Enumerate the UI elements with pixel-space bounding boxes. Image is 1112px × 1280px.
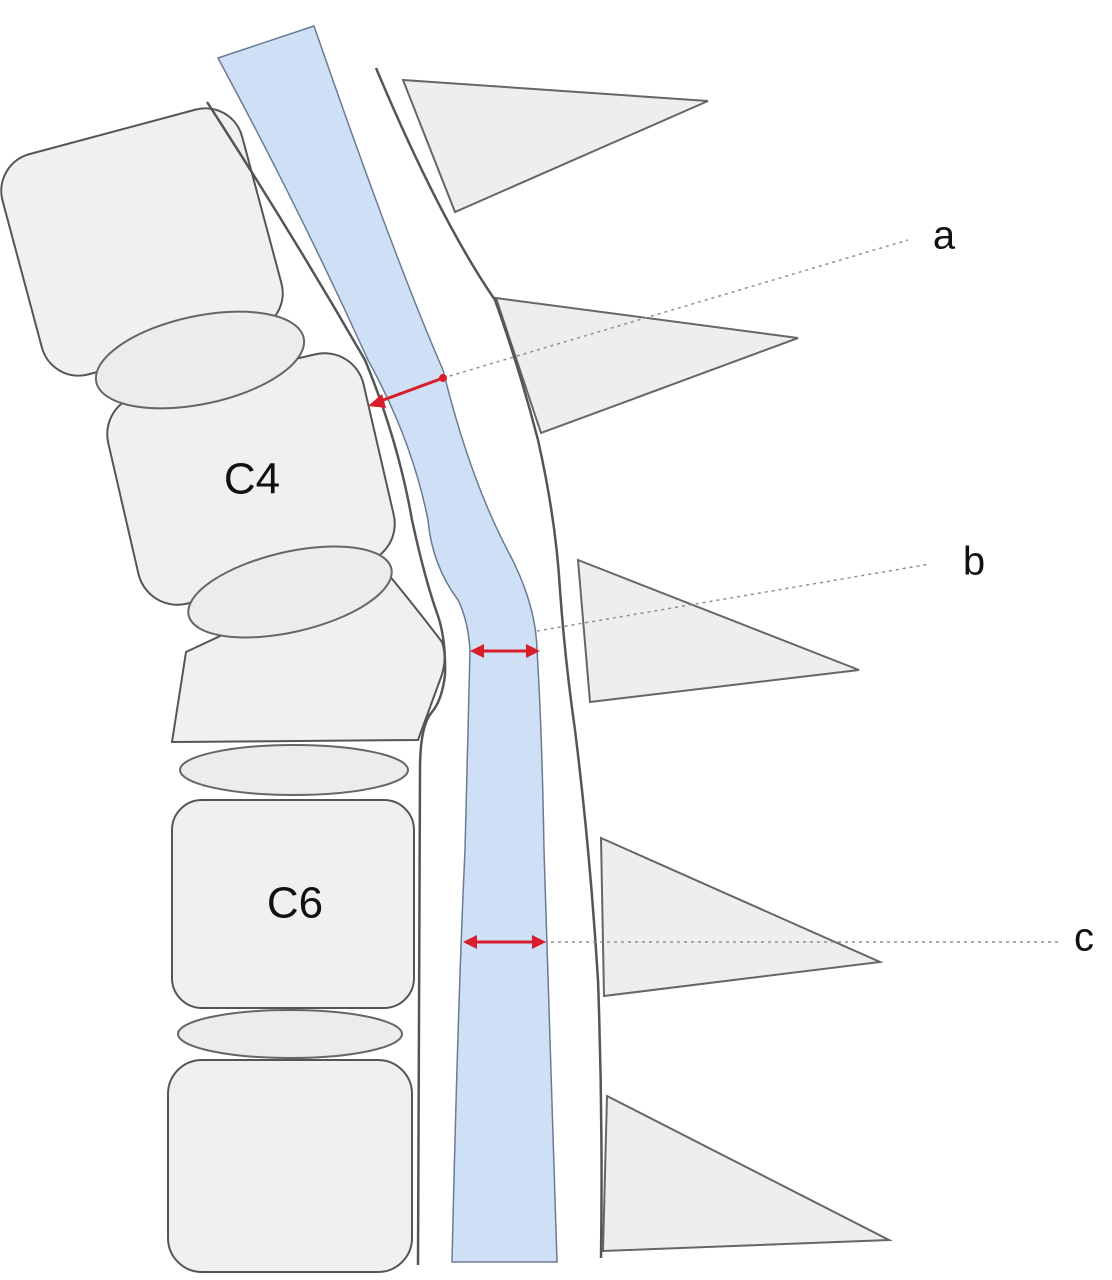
spinous-process-2: [494, 296, 799, 435]
spinous-process-5: [601, 1094, 893, 1253]
arrow-head-c-left: [463, 935, 477, 949]
arrow-head-b-right: [526, 644, 540, 658]
spinous-process-3: [576, 558, 860, 704]
arrow-dot-a: [439, 374, 447, 382]
vertebral-bodies: [0, 107, 446, 1273]
measurement-b: b: [470, 540, 985, 658]
measurement-a: a: [368, 214, 956, 408]
disc-c4-c5: [187, 545, 393, 639]
spinous-process-4: [599, 836, 884, 998]
arrow-head-c-right: [532, 935, 546, 949]
disc-c5-c6: [179, 744, 409, 796]
spinous-process-1: [401, 78, 709, 214]
posterior-canal-line: [374, 67, 603, 1259]
measure-line-a: [377, 376, 444, 404]
spinal-cord: [216, 25, 558, 1263]
arrow-head-b-left: [470, 644, 484, 658]
vertebral-body-c5: [170, 560, 446, 744]
disc-c6-c7: [177, 1009, 403, 1059]
vertebral-body-c6: [171, 799, 415, 1009]
label-c4: C4: [224, 455, 280, 504]
anterior-canal-line: [205, 101, 447, 1266]
label-c6: C6: [267, 879, 323, 928]
disc-c3-c4: [94, 310, 306, 410]
label-c: c: [1074, 916, 1094, 960]
arrow-head-a: [368, 394, 386, 408]
vertebral-body-c7: [167, 1059, 413, 1273]
label-b: b: [963, 540, 985, 584]
label-a: a: [933, 214, 956, 258]
measurement-c: c: [463, 916, 1094, 960]
spinous-processes: [401, 78, 893, 1253]
intervertebral-discs: [94, 310, 409, 1059]
